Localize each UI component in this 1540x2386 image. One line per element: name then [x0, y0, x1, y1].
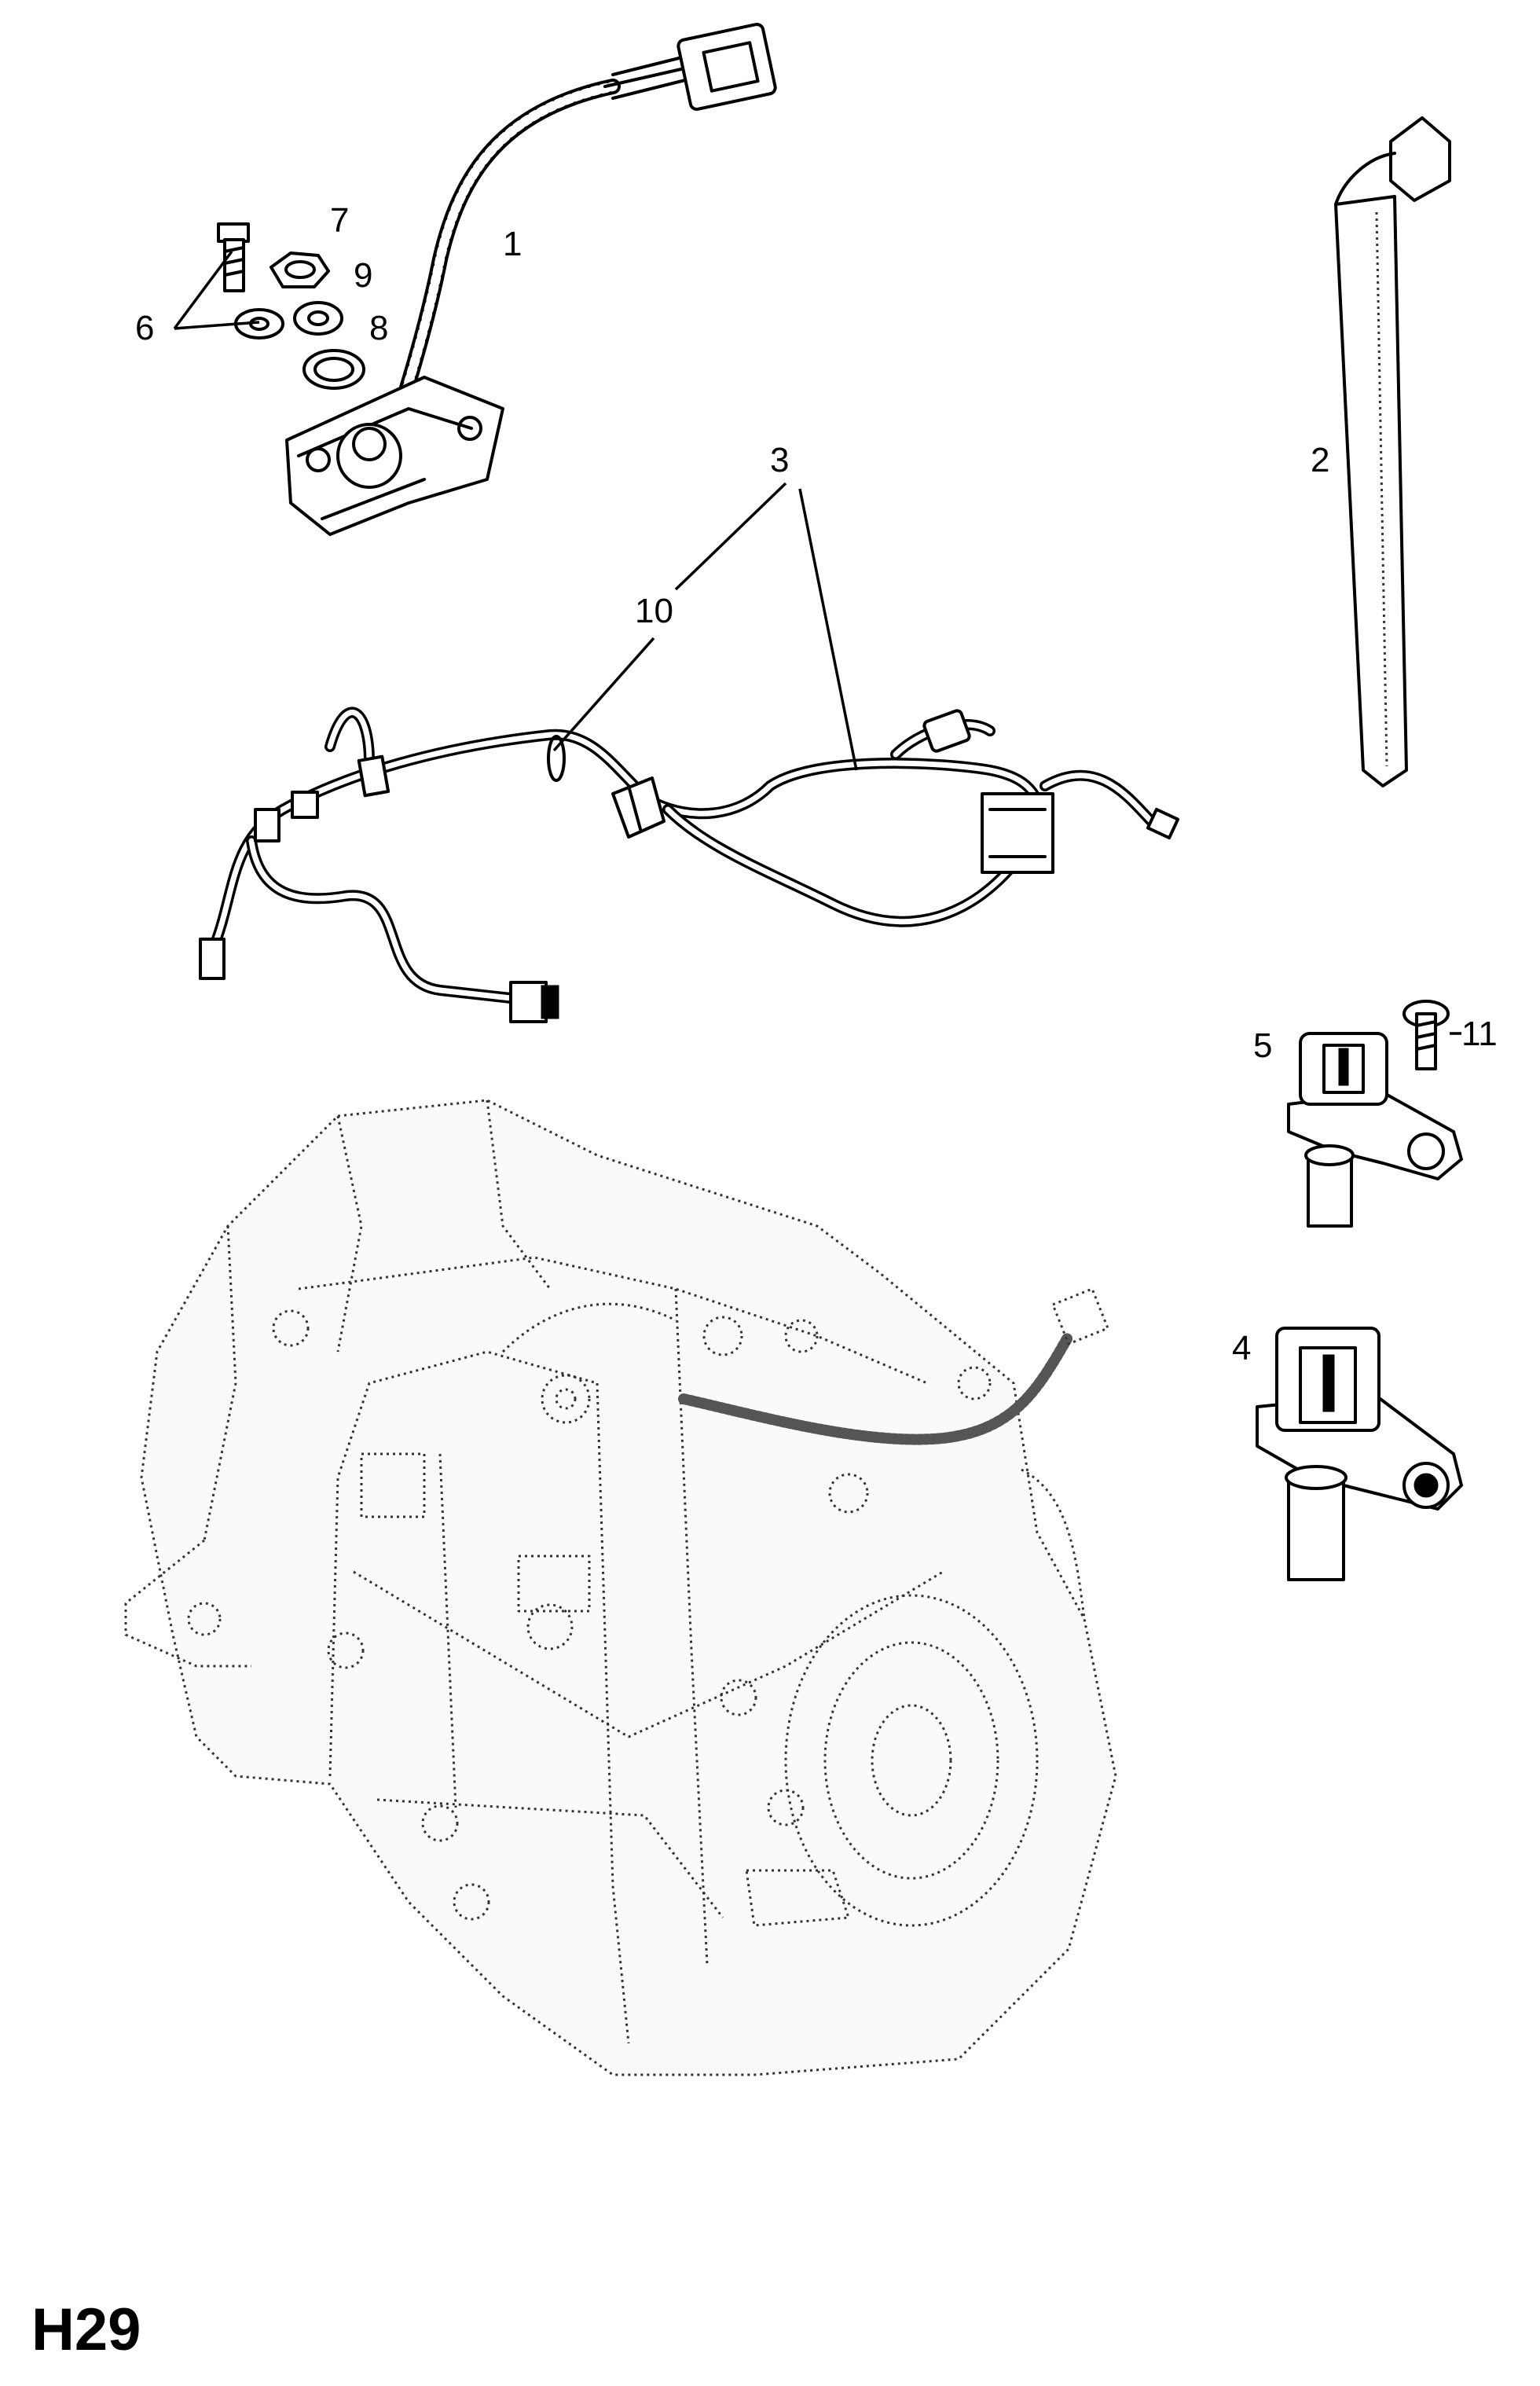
part-7-nut [270, 251, 330, 288]
transmission-outline [124, 1099, 1117, 2076]
callout-7: 7 [330, 201, 349, 240]
callout-9: 9 [354, 256, 372, 295]
part-4-sensor [1256, 1327, 1463, 1581]
callout-5: 5 [1253, 1026, 1272, 1065]
callout-6: 6 [135, 309, 154, 347]
part-3-wiring-harness [199, 707, 1180, 1023]
part-11-bolt [1402, 1000, 1450, 1070]
part-6-bolt [217, 222, 250, 292]
part-5-sensor [1287, 1032, 1463, 1228]
callout-10: 10 [635, 592, 673, 630]
page-code: H29 [31, 2296, 141, 2363]
callout-2: 2 [1311, 441, 1329, 479]
part-9-lock-washer [293, 301, 343, 336]
part-1-switch-harness [285, 23, 777, 536]
callout-4: 4 [1232, 1329, 1251, 1367]
part-8-washer [302, 349, 365, 390]
callout-3: 3 [770, 441, 789, 479]
callout-8: 8 [369, 309, 388, 347]
callout-11: 11 [1461, 1015, 1498, 1053]
part-2-cable-tie [1334, 116, 1451, 787]
callout-1: 1 [503, 225, 522, 263]
leader-lines [173, 250, 1461, 1035]
